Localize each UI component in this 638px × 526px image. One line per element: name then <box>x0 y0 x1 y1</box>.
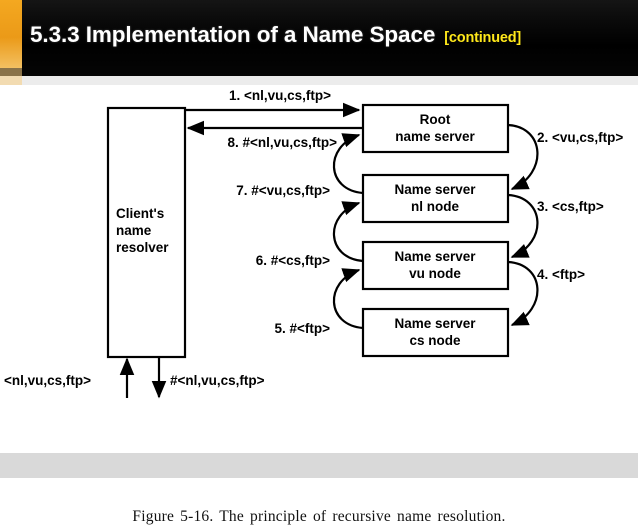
vu-box-line1: Name server <box>394 249 476 264</box>
bottom-label-in: <nl,vu,cs,ftp> <box>4 373 91 388</box>
header-underline-accent <box>0 68 22 85</box>
step-label-4: 4. <ftp> <box>537 267 585 282</box>
arrow-step-5 <box>332 268 364 330</box>
arrow-step-3 <box>507 193 539 259</box>
recursive-name-resolution-diagram: Client's name resolver Root name server … <box>4 88 623 399</box>
client-box-line1: Client's <box>116 206 164 221</box>
arrow-step-4 <box>507 260 539 327</box>
slide-header: 5.3.3 Implementation of a Name Space [co… <box>0 0 638 76</box>
nl-box-line1: Name server <box>394 182 476 197</box>
step-label-2: 2. <vu,cs,ftp> <box>537 130 623 145</box>
figure-caption: Figure 5-16. The principle of recursive … <box>132 508 506 525</box>
cs-box-line2: cs node <box>409 333 461 348</box>
server-box-nl: Name server nl node <box>361 173 510 224</box>
figure-area: Client's name resolver Root name server … <box>0 85 638 525</box>
step-label-6: 6. #<cs,ftp> <box>256 253 330 268</box>
arrow-step-2 <box>507 123 539 191</box>
root-box-line2: name server <box>395 129 475 144</box>
header-accent-bar <box>0 0 22 68</box>
bottom-label-out: #<nl,vu,cs,ftp> <box>170 373 265 388</box>
arrow-step-7 <box>332 133 364 195</box>
server-box-root: Root name server <box>361 103 510 154</box>
root-box-line1: Root <box>420 112 451 127</box>
client-resolver-box: Client's name resolver <box>106 106 187 359</box>
cs-box-line1: Name server <box>394 316 476 331</box>
slide-title-row: 5.3.3 Implementation of a Name Space [co… <box>30 22 521 48</box>
client-box-line2: name <box>116 223 152 238</box>
continued-tag: [continued] <box>444 30 522 46</box>
step-label-3: 3. <cs,ftp> <box>537 199 604 214</box>
step-label-1: 1. <nl,vu,cs,ftp> <box>229 88 331 103</box>
page-title: 5.3.3 Implementation of a Name Space <box>30 22 436 47</box>
step-label-7: 7. #<vu,cs,ftp> <box>236 183 330 198</box>
slide-footer <box>0 453 638 478</box>
nl-box-line2: nl node <box>411 199 459 214</box>
server-box-vu: Name server vu node <box>361 240 510 291</box>
header-underline <box>0 76 638 85</box>
vu-box-line2: vu node <box>409 266 461 281</box>
client-box-line3: resolver <box>116 240 169 255</box>
arrow-step-6 <box>332 201 364 263</box>
step-label-5: 5. #<ftp> <box>274 321 330 336</box>
step-label-8: 8. #<nl,vu,cs,ftp> <box>227 135 337 150</box>
server-box-cs: Name server cs node <box>361 307 510 358</box>
